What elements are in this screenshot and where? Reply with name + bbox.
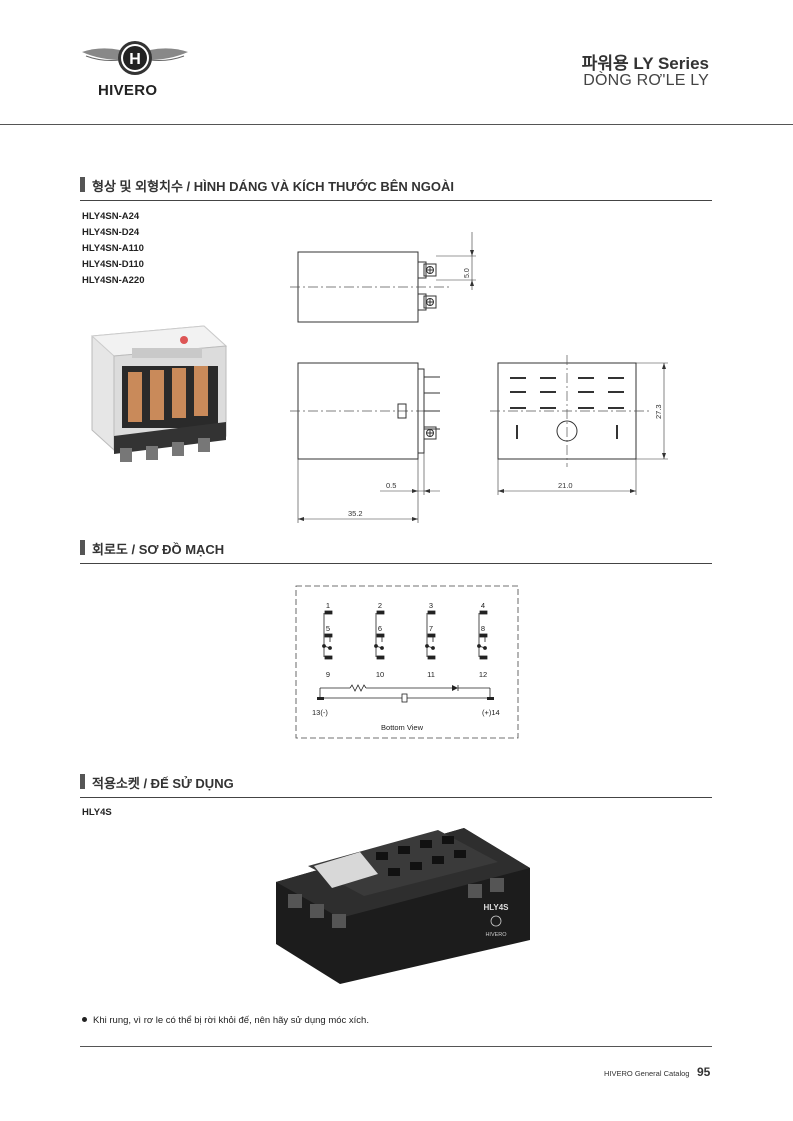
terminal-label: 7 — [429, 624, 433, 633]
dim-pin-offset: 0.5 — [386, 481, 396, 490]
terminal-label: 9 — [326, 670, 330, 679]
relay-photo — [90, 325, 228, 462]
terminal-label: 12 — [479, 670, 487, 679]
contact-symbol-part — [479, 610, 488, 615]
contact-symbol-part — [479, 655, 488, 660]
contact-symbol-part — [324, 633, 333, 638]
logo-letter: H — [129, 51, 141, 68]
page-number: 95 — [697, 1065, 711, 1079]
contact-symbol-part — [328, 646, 332, 650]
section-circuit-title: 회로도 / SƠ ĐỒ MẠCH — [92, 542, 225, 557]
terminal-label: 6 — [378, 624, 382, 633]
bullet-icon — [82, 1017, 87, 1022]
contact-symbol-part — [427, 655, 436, 660]
coil-minus-label: 13(-) — [312, 708, 328, 717]
section-marker — [80, 774, 85, 789]
footer-catalog: HIVERO General Catalog — [604, 1069, 690, 1078]
series-title: 파워용 LY Series — [581, 54, 709, 73]
footer-divider — [80, 1046, 712, 1047]
dim-width: 21.0 — [558, 481, 573, 490]
socket-imprint-model: HLY4S — [483, 903, 509, 912]
brand-name: HIVERO — [98, 82, 158, 99]
terminal-label: 11 — [427, 670, 435, 679]
series-subtitle: DÒNG RƠ'LE LY — [583, 72, 709, 89]
contact-symbol-part — [380, 646, 384, 650]
contact-symbol-part — [324, 655, 333, 660]
socket-imprint-brand: HIVERO — [485, 932, 507, 938]
section-marker — [80, 540, 85, 555]
terminal-label: 4 — [481, 601, 485, 610]
terminal-label: 2 — [378, 601, 382, 610]
contact-symbol-part — [376, 655, 385, 660]
circuit-diagram: 1 2 3 4 5 6 7 8 9 10 11 12 13(-) (+)14 B… — [295, 585, 519, 739]
usage-note: Khi rung, vì rơ le có thể bị rời khỏi đế… — [82, 1015, 369, 1026]
header-divider — [0, 124, 793, 125]
contact-symbol-part — [431, 646, 435, 650]
section-shape-title: 형상 및 외형치수 / HÌNH DÁNG VÀ KÍCH THƯỚC BÊN … — [92, 179, 454, 194]
relay-front-view-drawing: 27.3 21.0 — [490, 355, 668, 495]
contact-symbol-part — [376, 610, 385, 615]
relay-top-view-drawing: 5.0 — [290, 232, 476, 323]
dim-pin-pitch: 5.0 — [464, 268, 471, 278]
contact-symbol-part — [324, 610, 333, 615]
usage-note-text: Khi rung, vì rơ le có thể bị rời khỏi đế… — [93, 1015, 369, 1026]
section-socket-title: 적용소켓 / ĐẾ SỬ DỤNG — [92, 776, 234, 791]
terminal-label: 10 — [376, 670, 384, 679]
section-marker — [80, 177, 85, 192]
socket-model-code: HLY4S — [82, 807, 112, 818]
terminal-label: 1 — [326, 601, 330, 610]
socket-photo: HLY4S HIVERO — [276, 828, 530, 984]
terminal-label: 8 — [481, 624, 485, 633]
contact-symbol-part — [376, 633, 385, 638]
contact-symbol-part — [483, 646, 487, 650]
dim-length: 35.2 — [348, 509, 363, 518]
dim-height: 27.3 — [654, 404, 663, 419]
terminal-label: 3 — [429, 601, 433, 610]
terminal-label: 5 — [326, 624, 330, 633]
relay-side-view-drawing: 0.5 35.2 — [290, 362, 440, 523]
contact-symbol-part — [427, 633, 436, 638]
model-item: HLY4SN-A110 — [82, 243, 144, 254]
model-item: HLY4SN-D24 — [82, 227, 140, 238]
section-circuit-header: 회로도 / SƠ ĐỒ MẠCH — [80, 537, 712, 564]
contact-symbol-part — [427, 610, 436, 615]
hivero-logo: H — [82, 41, 188, 75]
bottom-view-label: Bottom View — [381, 723, 424, 732]
model-item: HLY4SN-D110 — [82, 259, 144, 270]
coil-plus-label: (+)14 — [482, 708, 500, 717]
model-item: HLY4SN-A24 — [82, 211, 140, 222]
section-socket-header: 적용소켓 / ĐẾ SỬ DỤNG — [80, 771, 712, 798]
model-item: HLY4SN-A220 — [82, 275, 145, 286]
model-list: HLY4SN-A24 HLY4SN-D24 HLY4SN-A110 HLY4SN… — [82, 209, 144, 289]
contact-symbol-part — [479, 633, 488, 638]
section-shape-header: 형상 및 외형치수 / HÌNH DÁNG VÀ KÍCH THƯỚC BÊN … — [80, 174, 712, 201]
